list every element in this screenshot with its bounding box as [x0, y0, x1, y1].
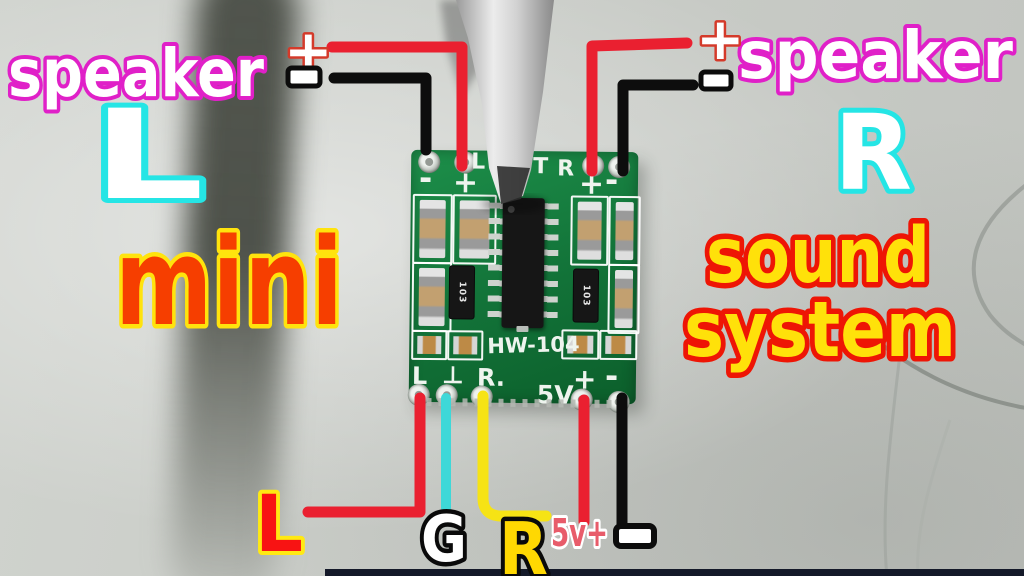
wire-input-left [302, 392, 426, 518]
thin-wire [916, 419, 952, 576]
label-output-right: R [499, 507, 548, 576]
label-speaker-left: speaker [8, 35, 264, 112]
wire-input-right [477, 390, 552, 522]
wire-speakerL-minus [328, 72, 432, 156]
label-output-ground: G [421, 503, 467, 576]
label-speaker-right: speaker [738, 17, 1013, 94]
label-channel-right: R [834, 92, 912, 214]
wire-speakerR-minus [617, 79, 699, 177]
label-plus-right: + [696, 5, 745, 73]
bottom-dark-bar [325, 569, 1024, 576]
label-sound: sound [706, 212, 930, 301]
thin-wire [971, 184, 1024, 347]
clip-tip [497, 166, 530, 204]
metal-clip [456, 0, 554, 204]
label-power-5v: 5v+ [551, 511, 608, 555]
label-system: system [684, 286, 956, 375]
label-channel-left: L [92, 84, 204, 228]
clip-shadow [482, 195, 546, 213]
thin-wire [864, 330, 1024, 410]
minus-badge-right [698, 69, 734, 92]
label-mini: mini [115, 214, 343, 353]
thin-wire [883, 334, 904, 576]
wire-speakerL-plus [326, 41, 468, 172]
minus-badge-left [285, 65, 323, 89]
label-output-left: L [255, 480, 303, 570]
minus-badge-power [613, 523, 657, 549]
wire-speakerR-plus [586, 37, 693, 177]
